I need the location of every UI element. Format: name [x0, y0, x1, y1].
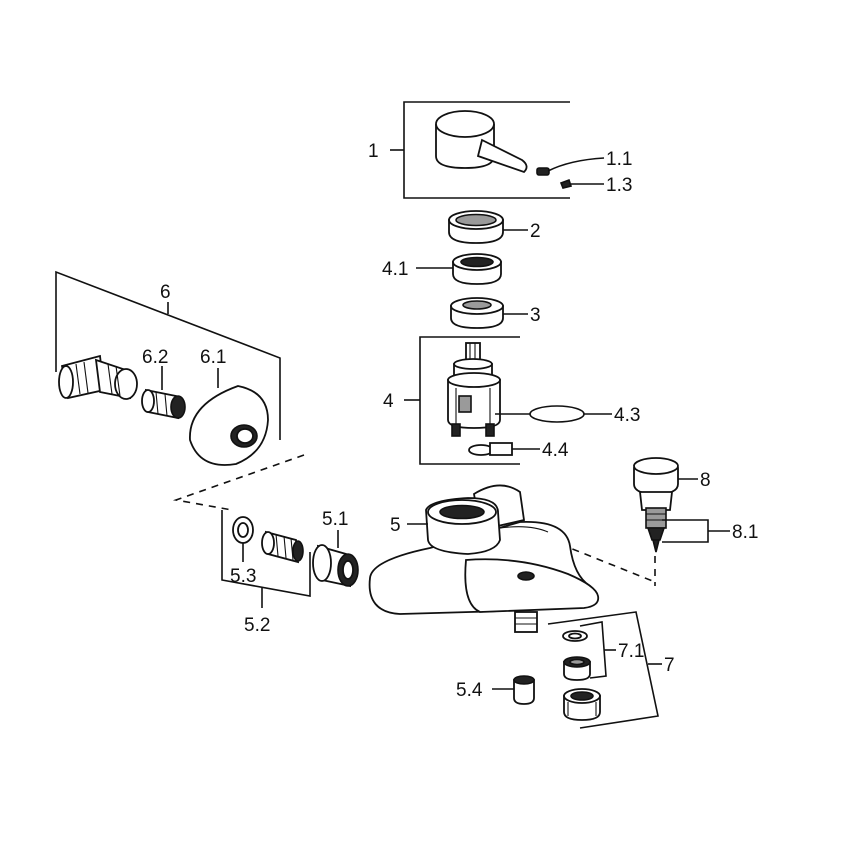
part-5-mixer-body: [368, 484, 600, 633]
part-1-handle-group: [390, 101, 605, 199]
label-4-4: 4.4: [542, 440, 569, 461]
label-8-1: 8.1: [732, 522, 758, 543]
label-1-1: 1.1: [606, 149, 632, 170]
label-4-1: 4.1: [382, 259, 408, 280]
label-6: 6: [160, 282, 171, 303]
label-6-1: 6.1: [200, 347, 226, 368]
label-7: 7: [664, 655, 675, 676]
part-4-cartridge-group: [404, 336, 612, 465]
label-2: 2: [530, 221, 541, 242]
label-8: 8: [700, 470, 711, 491]
label-5: 5: [390, 515, 401, 536]
part-3-adapter: [450, 297, 528, 329]
part-5-2-union-group: [221, 510, 359, 608]
label-1: 1: [368, 141, 379, 162]
part-4-1-nut: [416, 253, 502, 285]
part-7-aerator-group: [547, 611, 662, 729]
part-2-ring: [448, 210, 528, 244]
part-8-diverter: [633, 457, 730, 553]
label-3: 3: [530, 305, 541, 326]
label-6-2: 6.2: [142, 347, 168, 368]
label-4: 4: [383, 391, 394, 412]
label-1-3: 1.3: [606, 175, 632, 196]
part-5-4-insert: [492, 675, 535, 705]
label-5-4: 5.4: [456, 680, 483, 701]
label-5-1: 5.1: [322, 509, 348, 530]
label-7-1: 7.1: [618, 641, 644, 662]
label-5-3: 5.3: [230, 566, 256, 587]
label-5-2: 5.2: [244, 615, 270, 636]
label-4-3: 4.3: [614, 405, 640, 426]
part-6-connection-group: [55, 270, 281, 466]
